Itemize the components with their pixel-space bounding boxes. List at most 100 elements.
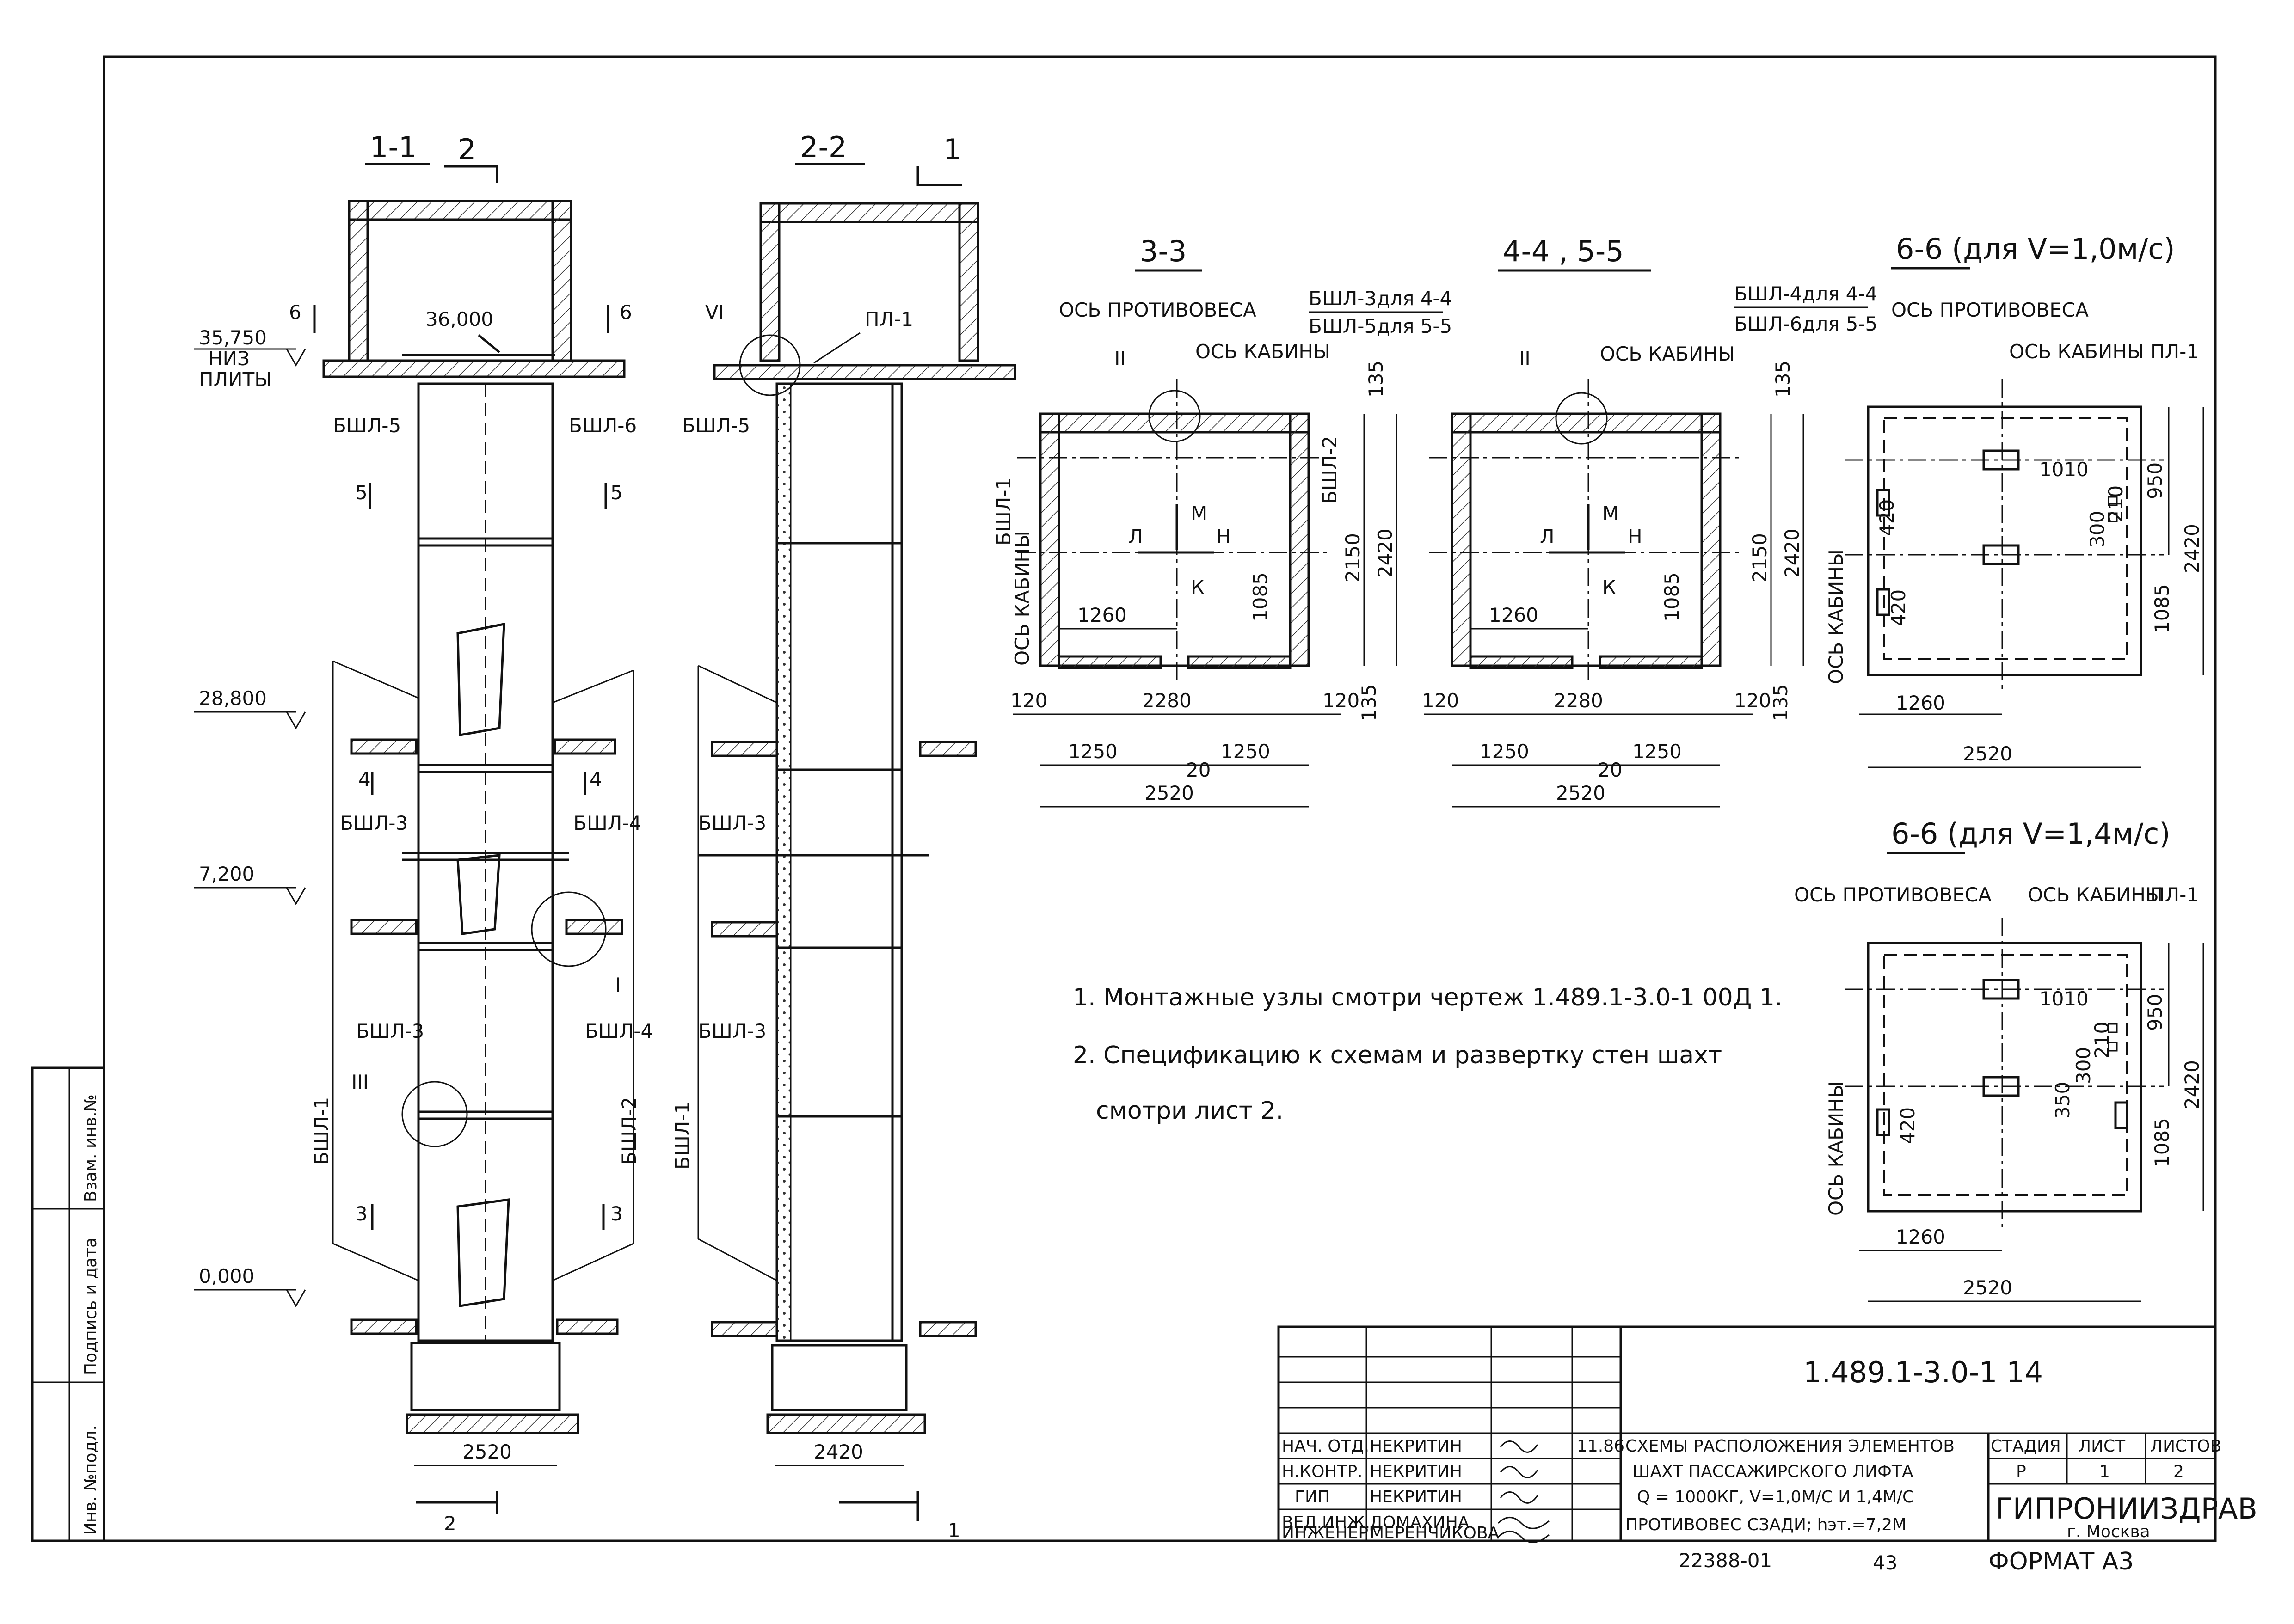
signature-4 bbox=[1497, 1517, 1550, 1529]
side-stamp-inv: Инв. №подл. bbox=[81, 1425, 100, 1535]
label-bshl6-for-55: БШЛ-6для 5-5 bbox=[1734, 313, 1877, 335]
dim-1250-left-45: 1250 bbox=[1480, 740, 1529, 763]
dim-1085-66a: 1085 bbox=[2151, 584, 2173, 633]
label-pl1: ПЛ-1 bbox=[865, 308, 913, 331]
role-inzhener: ИНЖЕНЕР bbox=[1282, 1524, 1368, 1543]
label-axis-cw-33: ОСЬ ПРОТИВОВЕСА bbox=[1059, 299, 1256, 321]
side-stamp-replace: Взам. инв.№ bbox=[81, 1094, 100, 1202]
name-2: НЕКРИТИН bbox=[1370, 1462, 1462, 1481]
dir-L-45: Л bbox=[1540, 525, 1555, 548]
desc-line-3: Q = 1000КГ, V=1,0М/С И 1,4М/С bbox=[1637, 1488, 1914, 1507]
sheet-value: 1 bbox=[2099, 1462, 2110, 1481]
name-4: ДОМАХИНА bbox=[1370, 1513, 1470, 1532]
role-ved-inzh: ВЕД.ИНЖ. bbox=[1282, 1513, 1370, 1532]
dim-420-66b: 420 bbox=[1896, 1107, 1919, 1144]
dim-1010-66b: 1010 bbox=[2039, 987, 2089, 1010]
label-axis-cab-66b-side: ОСЬ КАБИНЫ bbox=[1825, 1081, 1847, 1216]
section-6-6-v14-title: 6-6 (для V=1,4м/с) bbox=[1891, 817, 2171, 851]
dim-120-left-33: 120 bbox=[1010, 689, 1047, 712]
label-axis-cab-66a-side: ОСЬ КАБИНЫ bbox=[1825, 549, 1847, 684]
section-2-2-cut-mark-bottom: 1 bbox=[948, 1519, 960, 1542]
node-I: I bbox=[615, 974, 621, 996]
section-2-2-title: 2-2 bbox=[800, 130, 847, 164]
label-bshl1: БШЛ-1 bbox=[310, 1097, 333, 1165]
section-2-2-cut-mark: 1 bbox=[943, 133, 961, 166]
label-bshl3-22-lower: БШЛ-3 bbox=[698, 1020, 766, 1042]
label-bshl5-22: БШЛ-5 bbox=[682, 414, 750, 437]
sheet-frame bbox=[103, 55, 2217, 1542]
dim-1260-45: 1260 bbox=[1489, 604, 1538, 626]
stage-value: Р bbox=[2016, 1462, 2026, 1481]
dim-300-66a: 300 bbox=[2086, 511, 2109, 548]
dim-2420-45: 2420 bbox=[1781, 528, 1803, 578]
dir-N-45: Н bbox=[1628, 525, 1642, 548]
level-28800: 28,800 bbox=[199, 687, 267, 710]
org-name: ГИПРОНИИЗДРАВ bbox=[1995, 1492, 2257, 1526]
dim-120-right-33: 120 bbox=[1322, 689, 1359, 712]
dim-210-66b: 210 bbox=[2091, 1022, 2113, 1059]
label-bshl3-lower: БШЛ-3 bbox=[356, 1020, 424, 1042]
section-1-1-cut-mark-bottom: 2 bbox=[444, 1512, 456, 1535]
label-axis-cab-66a: ОСЬ КАБИНЫ bbox=[2009, 340, 2144, 363]
cut-3-left: 3 bbox=[355, 1202, 368, 1225]
label-bshl2-33: БШЛ-2 bbox=[1318, 436, 1341, 504]
date: 11.86 bbox=[1577, 1437, 1624, 1456]
dim-135-45: 135 bbox=[1771, 361, 1794, 398]
sheets-value: 2 bbox=[2173, 1462, 2184, 1481]
label-bshl3-22-upper: БШЛ-3 bbox=[698, 812, 766, 834]
dim-1085-66b: 1085 bbox=[2151, 1118, 2173, 1167]
notes: 1. Монтажные узлы смотри чертеж 1.489.1-… bbox=[1073, 984, 1783, 1125]
label-bshl2: БШЛ-2 bbox=[618, 1097, 640, 1165]
format-label: ФОРМАТ А3 bbox=[1988, 1548, 2134, 1575]
dir-N-33: Н bbox=[1216, 525, 1231, 548]
section-3-3: 3-3 ОСЬ ПРОТИВОВЕСА ОСЬ КАБИНЫ II М Л Н … bbox=[992, 234, 1397, 808]
dim-2520-66a: 2520 bbox=[1963, 742, 2012, 765]
dir-M-33: М bbox=[1191, 502, 1207, 525]
role-gip: ГИП bbox=[1295, 1488, 1330, 1507]
label-bshl3-for-44: БШЛ-3для 4-4 bbox=[1309, 287, 1452, 310]
dim-300-66b: 300 bbox=[2072, 1047, 2095, 1084]
label-bshl6: БШЛ-6 bbox=[569, 414, 637, 437]
level-0000: 0,000 bbox=[199, 1265, 254, 1287]
node-II-45: II bbox=[1519, 347, 1531, 370]
level-35750: 35,750 bbox=[199, 326, 267, 349]
node-II-33: II bbox=[1114, 347, 1126, 370]
dim-1260-33: 1260 bbox=[1077, 604, 1127, 626]
dim-950-66a: 950 bbox=[2144, 462, 2166, 499]
name-1: НЕКРИТИН bbox=[1370, 1437, 1462, 1456]
dim-1260-66a: 1260 bbox=[1896, 692, 1945, 714]
desc-line-2: ШАХТ ПАССАЖИРСКОГО ЛИФТА bbox=[1632, 1462, 1913, 1481]
dir-L-33: Л bbox=[1128, 525, 1143, 548]
label-bshl5-for-55: БШЛ-5для 5-5 bbox=[1309, 315, 1452, 337]
dim-2280-33: 2280 bbox=[1142, 689, 1192, 712]
dim-2420-66b: 2420 bbox=[2181, 1060, 2203, 1109]
role-nach-otd: НАЧ. ОТД. bbox=[1282, 1437, 1369, 1456]
signature-3 bbox=[1500, 1491, 1538, 1504]
cut-6-right: 6 bbox=[620, 301, 632, 324]
label-axis-cw-66b: ОСЬ ПРОТИВОВЕСА bbox=[1794, 883, 1992, 906]
dim-2520-33: 2520 bbox=[1144, 782, 1194, 804]
desc-line-4: ПРОТИВОВЕС СЗАДИ; hэт.=7,2М bbox=[1625, 1515, 1907, 1534]
cut-6-left: 6 bbox=[289, 301, 301, 324]
note-1: 1. Монтажные узлы смотри чертеж 1.489.1-… bbox=[1073, 984, 1783, 1011]
cut-5-left: 5 bbox=[355, 481, 368, 504]
side-stamp: Инв. №подл. Подпись и дата Взам. инв.№ bbox=[31, 1066, 105, 1542]
dim-1260-66b: 1260 bbox=[1896, 1226, 1945, 1248]
dim-1085-45: 1085 bbox=[1661, 572, 1683, 622]
section-6-6-v10-title: 6-6 (для V=1,0м/с) bbox=[1896, 232, 2175, 266]
dim-2150-33: 2150 bbox=[1341, 533, 1364, 582]
dim-210-66a: 210 bbox=[2104, 485, 2127, 522]
label-bshl1-33: БШЛ-1 bbox=[992, 478, 1015, 545]
level-36000: 36,000 bbox=[425, 308, 493, 331]
cut-5-right: 5 bbox=[610, 481, 623, 504]
dir-K-45: К bbox=[1602, 576, 1616, 599]
label-axis-cw-66a: ОСЬ ПРОТИВОВЕСА bbox=[1891, 299, 2089, 321]
cut-4-right: 4 bbox=[590, 768, 602, 791]
level-7200: 7,200 bbox=[199, 863, 254, 885]
section-1-1-cut-mark: 2 bbox=[458, 133, 476, 166]
section-2-2: 2-2 1 VI ПЛ-1 БШЛ-5 БШЛ-3 БШЛ-3 БШЛ-1 bbox=[671, 130, 1016, 1542]
title-block: 1.489.1-3.0-1 14 НАЧ. ОТД. Н.КОНТР. ГИП … bbox=[1277, 1325, 2257, 1575]
dim-1250-left-33: 1250 bbox=[1068, 740, 1118, 763]
